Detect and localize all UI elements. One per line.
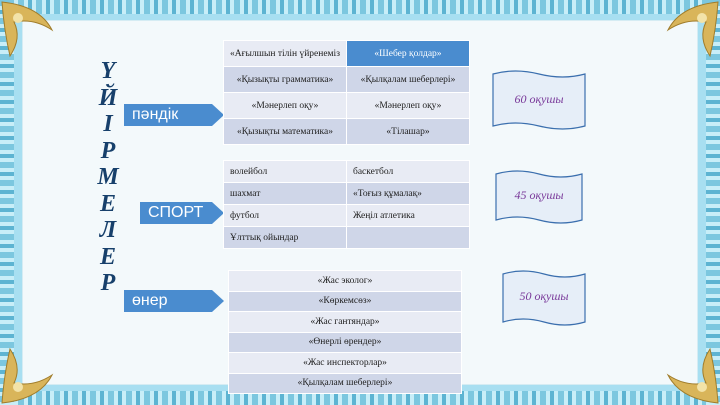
table-cell: «Шебер қолдар» — [346, 40, 470, 67]
table-cell: футбол — [223, 204, 347, 227]
corner-ornament-icon — [0, 0, 60, 60]
table-cell: волейбол — [223, 160, 347, 183]
vertical-title: Ү Й І Р М Е Л Е Р — [93, 58, 123, 297]
title-letter: Р — [100, 270, 116, 296]
corner-ornament-icon — [660, 0, 720, 60]
table-cell: «Көркемсөз» — [228, 290, 462, 312]
group-label-arrow: СПОРТ — [140, 202, 224, 224]
ornament-border-left — [0, 0, 14, 405]
ornament-border-right — [706, 0, 720, 405]
title-letter: Е — [99, 243, 116, 270]
table-cell: «Қызықты математика» — [223, 118, 347, 145]
table-cell — [346, 226, 470, 249]
title-letter: Р — [100, 137, 116, 164]
title-letter: Й — [98, 84, 118, 111]
clubs-table-subjects: «Ағылшын тілін үйренеміз«Шебер қолдар» «… — [223, 40, 470, 145]
title-letter: І — [103, 111, 113, 137]
title-letter: Л — [99, 217, 117, 243]
table-cell: «Қылқалам шеберлері» — [228, 372, 462, 394]
table-cell: «Мәнерлеп оқу» — [346, 92, 470, 119]
table-cell: «Тілашар» — [346, 118, 470, 145]
count-scroll: 60 оқушы — [490, 68, 588, 134]
title-letter: Ү — [100, 58, 116, 84]
table-cell: Ұлттық ойындар — [223, 226, 347, 249]
title-letter: М — [97, 164, 119, 190]
student-count: 45 оқушы — [514, 188, 564, 202]
corner-ornament-icon — [0, 345, 60, 405]
table-cell: шахмат — [223, 182, 347, 205]
ornament-border-top — [0, 0, 720, 14]
table-cell: «Өнерлі өрендер» — [228, 331, 462, 353]
group-label-arrow: пәндік — [124, 104, 224, 126]
student-count: 60 оқушы — [514, 92, 564, 106]
table-cell: «Тоғыз құмалақ» — [346, 182, 470, 205]
title-letter: Е — [99, 190, 116, 217]
ornament-border-bottom — [0, 391, 720, 405]
table-cell: «Қылқалам шеберлері» — [346, 66, 470, 93]
table-cell: «Жас инспекторлар» — [228, 352, 462, 374]
table-cell: «Мәнерлеп оқу» — [223, 92, 347, 119]
table-cell: «Жас эколог» — [228, 270, 462, 292]
clubs-table-art: «Жас эколог» «Көркемсөз» «Жас гантяндар»… — [228, 270, 462, 394]
table-cell: баскетбол — [346, 160, 470, 183]
table-cell: Жеңіл атлетика — [346, 204, 470, 227]
table-cell: «Ағылшын тілін үйренеміз — [223, 40, 347, 67]
table-cell: «Қызықты грамматика» — [223, 66, 347, 93]
count-scroll: 45 оқушы — [493, 168, 585, 228]
group-label-arrow: өнер — [124, 290, 224, 312]
student-count: 50 оқушы — [519, 289, 569, 303]
count-scroll: 50 оқушы — [500, 268, 588, 330]
table-cell: «Жас гантяндар» — [228, 311, 462, 333]
corner-ornament-icon — [660, 345, 720, 405]
